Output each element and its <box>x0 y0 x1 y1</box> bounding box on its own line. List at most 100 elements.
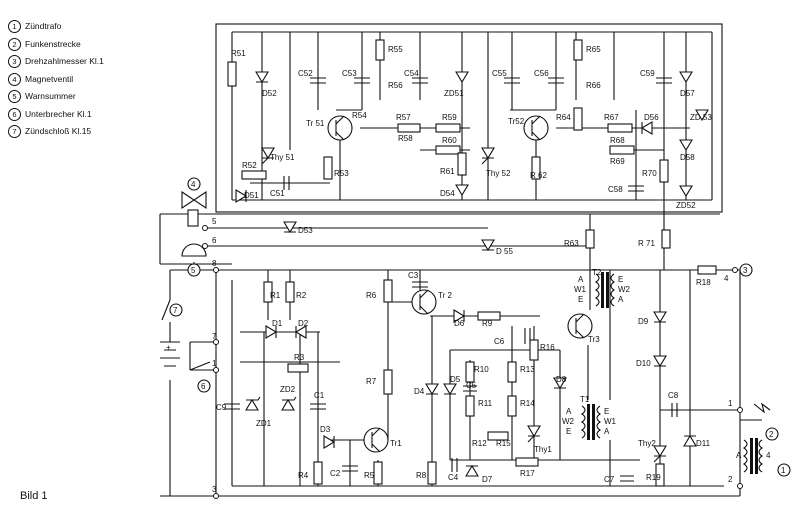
diode <box>265 325 278 339</box>
resistor <box>661 229 671 249</box>
component-label: R52 <box>242 161 257 170</box>
component-label: R63 <box>564 239 579 248</box>
external-devices <box>160 190 211 371</box>
component-label: C6 <box>494 337 505 346</box>
component-label: R15 <box>496 439 511 448</box>
capacitor <box>656 77 672 84</box>
component-label: C51 <box>270 189 285 198</box>
legend-number: 4 <box>8 72 21 86</box>
component-label: R 71 <box>638 239 655 248</box>
component-label: R67 <box>604 113 619 122</box>
component-label: R51 <box>231 49 246 58</box>
component-label: C9 <box>216 403 227 412</box>
component-label: R59 <box>442 113 457 122</box>
diode <box>653 355 667 368</box>
resistor <box>465 361 475 383</box>
resistor <box>241 170 267 180</box>
diode <box>679 185 693 198</box>
component-label: C3 <box>408 271 419 280</box>
diode <box>683 434 697 447</box>
component-label: D57 <box>680 89 695 98</box>
thyristors <box>261 147 667 463</box>
component-label: C4 <box>448 473 459 482</box>
diode <box>553 377 567 390</box>
lower-resistors <box>263 279 665 487</box>
capacitor <box>451 458 458 472</box>
component-label: Tr52 <box>508 117 525 126</box>
terminal-label: 1 <box>728 399 733 408</box>
capacitor <box>412 281 428 288</box>
diode <box>294 325 307 339</box>
diode <box>283 221 297 234</box>
resistor <box>313 461 323 485</box>
component-label: D52 <box>262 89 277 98</box>
capacitor <box>310 77 326 84</box>
upper-resistors <box>227 39 717 275</box>
component-label: R10 <box>474 365 489 374</box>
diode <box>679 71 693 84</box>
winding-mark: 4 <box>766 451 771 460</box>
winding-mark: A <box>618 295 624 304</box>
component-label: C55 <box>492 69 507 78</box>
component-label: D11 <box>696 439 711 448</box>
component-label: R19 <box>646 473 661 482</box>
component-label: R66 <box>586 81 601 90</box>
resistor <box>573 107 583 131</box>
transistors <box>327 115 593 453</box>
resistor <box>515 457 539 467</box>
component-label: D3 <box>320 425 331 434</box>
terminal-label: 4 <box>724 274 729 283</box>
component-label: D6 <box>454 319 465 328</box>
resistor <box>507 395 517 417</box>
terminal-label: 8 <box>212 259 217 268</box>
transistor <box>567 313 593 339</box>
resistor <box>531 156 541 180</box>
winding-marks: A W1 E E W2 A A W2 E E W1 A A 4 <box>562 275 771 460</box>
component-label: C54 <box>404 69 419 78</box>
callout-label: 7 <box>173 306 178 315</box>
component-label: D51 <box>244 191 259 200</box>
terminal-label: 1 <box>212 359 217 368</box>
callout-label: 2 <box>769 430 774 439</box>
component-label: D4 <box>414 387 425 396</box>
component-label: C52 <box>298 69 313 78</box>
component-label: Thy2 <box>638 439 656 448</box>
component-label: R12 <box>472 439 487 448</box>
component-label: Tr 2 <box>438 291 452 300</box>
transformers <box>581 272 771 474</box>
terminals <box>202 225 743 499</box>
winding-mark: A <box>604 427 610 436</box>
component-label: R14 <box>520 399 535 408</box>
component-label: R 62 <box>530 171 547 180</box>
resistor <box>383 369 393 395</box>
capacitor <box>671 403 678 417</box>
thyristor <box>653 445 667 463</box>
diode <box>653 311 667 324</box>
resistor <box>373 461 383 485</box>
component-label: T1 <box>580 395 590 404</box>
component-label: D54 <box>440 189 455 198</box>
component-label: D9 <box>638 317 649 326</box>
callout-label: 3 <box>743 266 748 275</box>
legend-text: Unterbrecher Kl.1 <box>25 108 92 119</box>
resistor <box>397 123 421 133</box>
resistor <box>435 123 461 133</box>
callout-label: 1 <box>781 466 786 475</box>
component-label: R70 <box>642 169 657 178</box>
callouts: 4 5 7 6 3 2 1 <box>169 177 791 477</box>
capacitor <box>628 185 644 192</box>
resistor <box>477 311 501 321</box>
component-label: D56 <box>644 113 659 122</box>
legend-text: Warnsummer <box>25 91 76 101</box>
component-label: C2 <box>330 469 341 478</box>
capacitor <box>224 403 240 410</box>
legend-number: 6 <box>8 107 21 121</box>
terminal-label: 3 <box>212 485 217 494</box>
component-label: D53 <box>298 226 313 235</box>
capacitor <box>283 176 290 190</box>
component-label: T2 <box>592 268 602 277</box>
